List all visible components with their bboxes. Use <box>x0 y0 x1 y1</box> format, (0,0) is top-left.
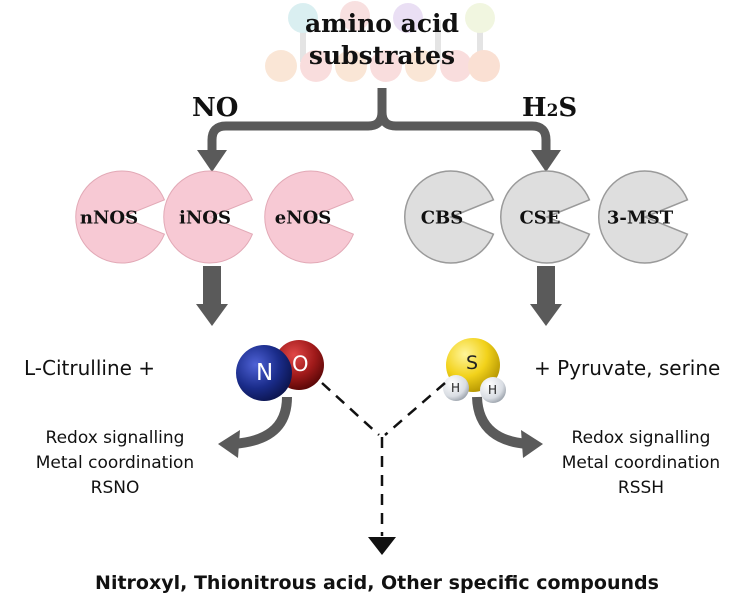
role-right-2: Metal coordination <box>561 453 721 473</box>
enzyme-shape-enos <box>264 170 355 264</box>
enzyme-shape-cse <box>500 170 591 264</box>
enzyme-shape-nnos <box>75 170 166 264</box>
down-arrow-h2s <box>530 266 562 326</box>
header-title: amino acid substrates <box>282 8 482 72</box>
amino-acid-background-molecule <box>265 1 500 82</box>
enzyme-label-3mst: 3-MST <box>606 207 674 229</box>
branch-label-h2s-h: H <box>522 93 547 123</box>
enzyme-shape-cbs <box>404 170 495 264</box>
arrowhead-h2s <box>531 150 561 172</box>
arrowhead-no <box>197 150 227 172</box>
roles-left: Redox signalling Metal coordination RSNO <box>8 426 222 501</box>
curved-arrow-h2s <box>472 396 543 458</box>
atom-label-o: O <box>292 352 309 376</box>
branch-arrow <box>207 88 551 152</box>
header-line-2: substrates <box>308 41 456 70</box>
branch-label-h2s-s: S <box>558 93 578 123</box>
dashed-convergence <box>321 382 446 536</box>
down-arrow-no <box>196 266 228 326</box>
branch-label-h2s: H2S <box>522 93 577 123</box>
role-right-1: Redox signalling <box>571 428 711 448</box>
role-left-3: RSNO <box>90 478 140 498</box>
atom-label-h1: H <box>451 381 461 395</box>
role-left-2: Metal coordination <box>35 453 195 473</box>
curved-arrow-no <box>218 396 292 458</box>
enzyme-shape-inos <box>163 170 254 264</box>
role-left-1: Redox signalling <box>45 428 185 448</box>
role-right-3: RSSH <box>617 478 665 498</box>
enzyme-label-cse: CSE <box>519 207 561 229</box>
enzyme-label-cbs: CBS <box>420 207 464 229</box>
branch-label-no: NO <box>192 93 239 123</box>
enzyme-label-nnos: nNOS <box>79 207 139 229</box>
roles-right: Redox signalling Metal coordination RSSH <box>534 426 748 501</box>
dashed-arrowhead <box>368 537 396 555</box>
atom-label-h2: H <box>488 383 498 397</box>
enzyme-shape-3mst <box>598 170 689 264</box>
product-right-text: + Pyruvate, serine <box>534 356 721 380</box>
atom-label-s: S <box>466 352 479 374</box>
bottom-compounds-text: Nitroxyl, Thionitrous acid, Other specif… <box>95 572 659 594</box>
header-line-1: amino acid <box>304 9 460 38</box>
product-left-text: L-Citrulline + <box>24 356 156 380</box>
h2s-molecule <box>443 338 506 403</box>
branch-label-h2s-sub: 2 <box>546 101 559 121</box>
enzyme-label-enos: eNOS <box>274 207 332 229</box>
enzyme-label-inos: iNOS <box>179 207 231 229</box>
no-molecule <box>236 340 324 401</box>
atom-label-n: N <box>256 360 274 386</box>
